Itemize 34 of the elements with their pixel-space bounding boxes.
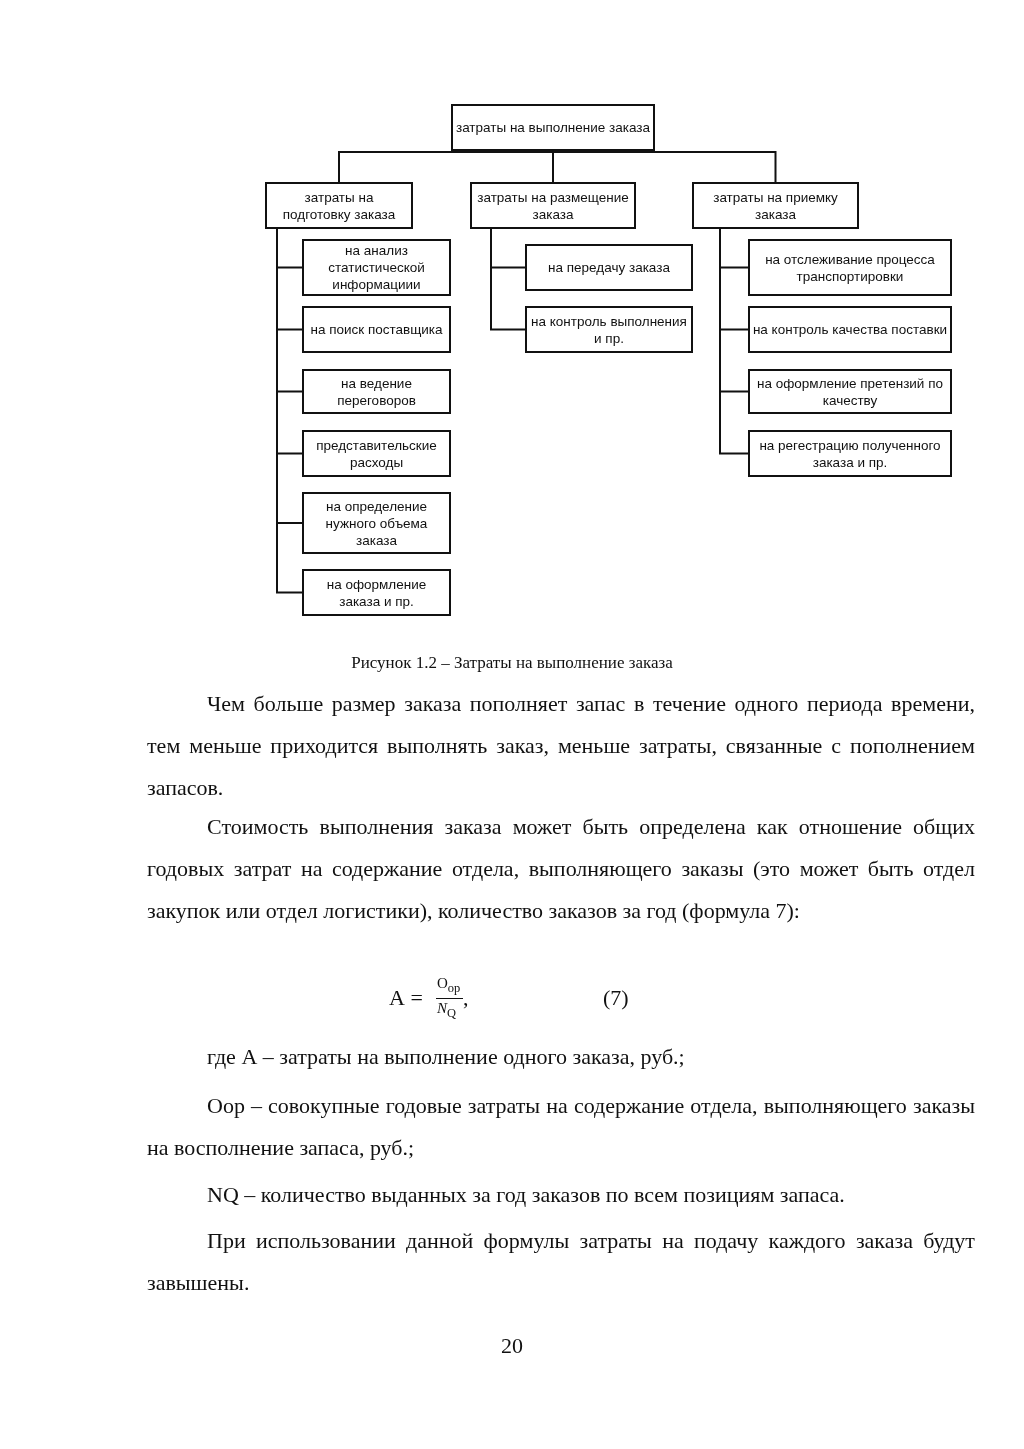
cost-box: на поиск поставщика bbox=[302, 306, 451, 353]
cost-box: на оформление заказа и пр. bbox=[302, 569, 451, 616]
page-number: 20 bbox=[500, 1333, 524, 1359]
paragraph: NQ – количество выданных за год заказов по всем позициям запаса. bbox=[206, 1181, 846, 1209]
cost-box: на передачу заказа bbox=[525, 244, 693, 291]
paragraph: где А – затраты на выполнение одного заказа, руб.; bbox=[206, 1043, 686, 1071]
cost-box: на анализ статистической информациии bbox=[302, 239, 451, 296]
paragraph: При использовании данной формулы затраты на подачу каждого заказа будут завышены. bbox=[147, 1227, 975, 1297]
cost-box: затраты на подготовку заказа bbox=[265, 182, 413, 229]
connector-line bbox=[490, 228, 526, 331]
formula-numerator: О$_{ор}$ bbox=[437, 975, 461, 996]
paragraph: Чем больше размер заказа пополняет запас в течение одного периода времени, тем меньше приходится выполнять заказ, меньше затраты, связанные с пополнением запасов. bbox=[147, 690, 975, 802]
figure-caption: Рисунок 1.2 – Затраты на выполнение заказа bbox=[350, 653, 674, 673]
cost-box: затраты на выполнение заказа bbox=[451, 104, 655, 151]
cost-box: представительские расходы bbox=[302, 430, 451, 477]
paragraph: Оор – совокупные годовые затраты на содержание отдела, выполняющего заказы на восполнение запаса, руб.; bbox=[147, 1092, 975, 1162]
connector-line bbox=[719, 228, 749, 455]
connector-line bbox=[552, 150, 777, 183]
paragraph: Стоимость выполнения заказа может быть определена как отношение общих годовых затрат на содержание отдела, выполняющего заказы (это может быть отдел закупок или отдел логистики), количество заказов за год (формула 7): bbox=[147, 813, 975, 925]
cost-box: на ведение переговоров bbox=[302, 369, 451, 414]
cost-box: на регестрацию полученного заказа и пр. bbox=[748, 430, 952, 477]
formula-comma: , bbox=[463, 985, 469, 1011]
equation-number: (7) bbox=[603, 985, 629, 1011]
cost-box: на отслеживание процесса транспортировки bbox=[748, 239, 952, 296]
cost-box: затраты на размещение заказа bbox=[470, 182, 636, 229]
cost-box: на контроль качества поставки bbox=[748, 306, 952, 353]
formula-denominator: N$_{Q}$ bbox=[437, 1000, 457, 1021]
formula-term: А = bbox=[389, 985, 423, 1011]
cost-box: на контроль выполнения и пр. bbox=[525, 306, 693, 353]
cost-box: на оформление претензий по качеству bbox=[748, 369, 952, 414]
connector-line bbox=[338, 150, 554, 183]
connector-line bbox=[552, 150, 554, 183]
cost-box: затраты на приемку заказа bbox=[692, 182, 859, 229]
cost-box: на определение нужного объема заказа bbox=[302, 492, 451, 554]
